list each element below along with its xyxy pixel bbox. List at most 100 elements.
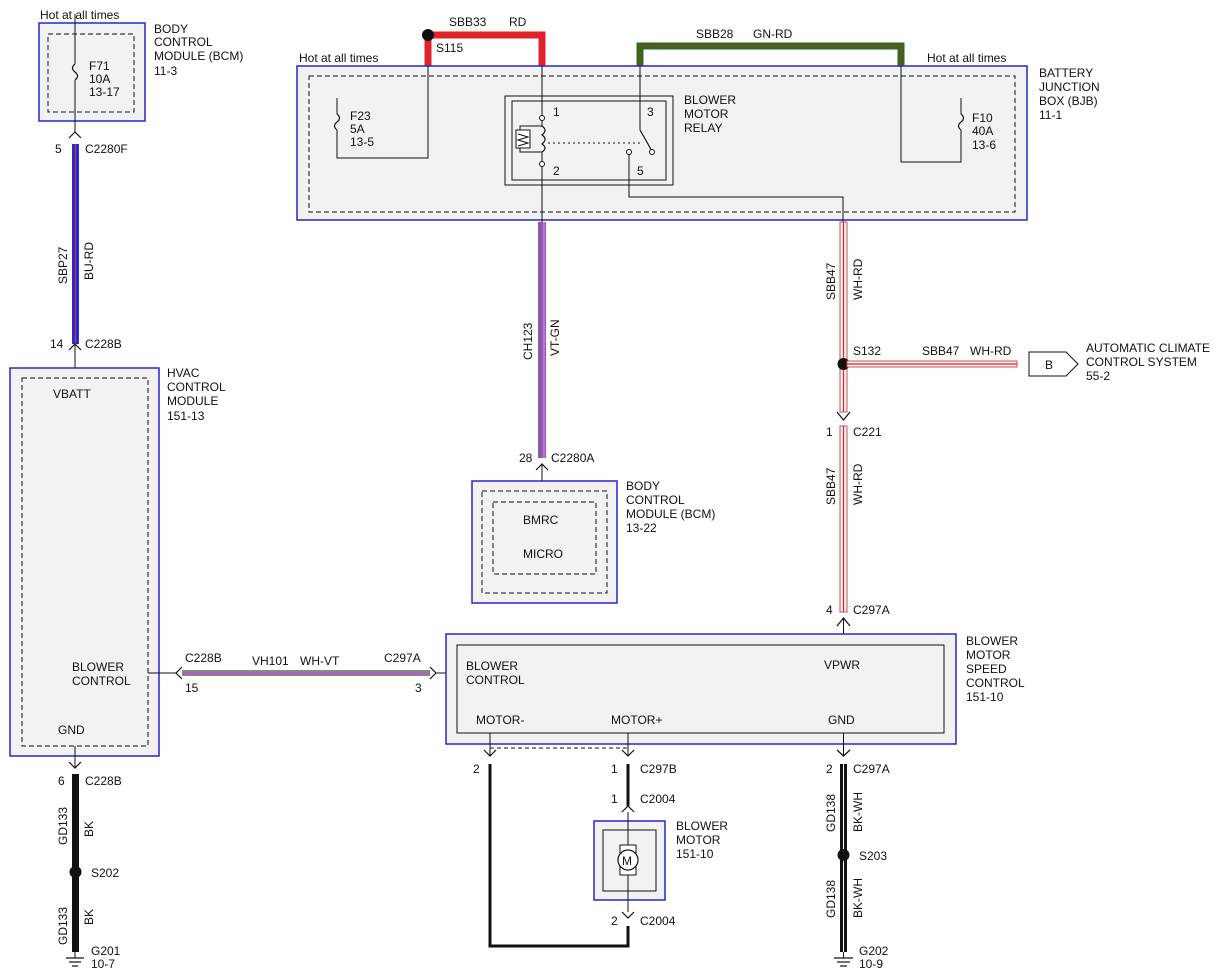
bjb-label-2: JUNCTION — [1039, 80, 1100, 94]
c2280f-connector-symbol — [68, 131, 82, 139]
s203-label: S203 — [859, 849, 887, 863]
bmsc-vpwr: VPWR — [824, 658, 860, 672]
page-ref-arrow-b[interactable] — [1028, 351, 1079, 377]
c2004-bot-pin: 2 — [611, 914, 618, 928]
f10-ref: 13-6 — [972, 138, 996, 152]
bmsc-motor-pos: MOTOR+ — [611, 713, 662, 727]
hvac-label-2: CONTROL — [167, 380, 226, 394]
bcm-mid-bmrc: BMRC — [523, 513, 559, 527]
bcm-mid-inner-2 — [492, 501, 597, 575]
relay-pin2: 2 — [553, 164, 560, 178]
hot-label-f23: Hot at all times — [299, 51, 378, 65]
c228b-top-name: C228B — [85, 337, 122, 351]
c2004-bot-connector — [621, 911, 635, 919]
acc-label-2: CONTROL SYSTEM — [1086, 355, 1197, 369]
bcm-mid-label-2: CONTROL — [626, 493, 685, 507]
hvac-gnd: GND — [58, 723, 85, 737]
hvac-label-3: MODULE — [167, 394, 218, 408]
c297a-bot-connector — [836, 749, 851, 757]
wire-sbb33 — [424, 31, 546, 66]
f23-fuse-symbol — [333, 113, 341, 131]
f71-rating: 10A — [89, 72, 110, 86]
c221-name: C221 — [853, 425, 882, 439]
sbb47h-circuit: SBB47 — [922, 344, 960, 358]
bjb-page: 11-1 — [1039, 108, 1062, 122]
f71-name: F71 — [89, 59, 110, 73]
blower-motor-page: 151-10 — [676, 847, 714, 861]
sbb47a-circuit: SBB47 — [824, 262, 838, 300]
hvac-label-1: HVAC — [167, 366, 200, 380]
blower-motor-label-2: MOTOR — [676, 833, 721, 847]
sbb28-color: GN-RD — [753, 27, 793, 41]
relay-pin5-route — [628, 154, 844, 222]
ch123-circuit: CH123 — [521, 322, 535, 360]
relay-outer — [504, 95, 674, 186]
f23-name: F23 — [350, 109, 371, 123]
motor-neg-pin: 2 — [473, 762, 480, 776]
gd133b-color: BK — [82, 909, 96, 925]
bmsc-box — [445, 633, 957, 745]
relay-switch-arm — [639, 129, 653, 152]
relay-contact-pin5 — [626, 149, 632, 155]
bcm-mid-micro: MICRO — [523, 547, 563, 561]
bcm-mid-label-3: MODULE (BCM) — [626, 507, 715, 521]
bjb-label-1: BATTERY — [1039, 66, 1093, 80]
blower-motor-inner — [602, 829, 657, 892]
s115-label: S115 — [436, 41, 463, 55]
c297a-left-pin: 3 — [415, 681, 422, 695]
c297a-left-name: C297A — [384, 651, 421, 665]
relay-pin3: 3 — [647, 105, 654, 119]
gd138b-color: BK-WH — [851, 878, 865, 918]
wire-ch123 — [538, 222, 546, 458]
c297b-pin: 1 — [611, 762, 618, 776]
c228b-bot-pin: 6 — [58, 774, 65, 788]
s202-splice — [69, 866, 82, 878]
c2280a-pin: 28 — [519, 451, 533, 465]
wire-motor-neg — [488, 764, 630, 948]
hvac-page: 151-13 — [167, 409, 205, 423]
f10-name: F10 — [972, 111, 993, 125]
gd138b-circuit: GD138 — [824, 880, 838, 918]
sbp27-color: BU-RD — [82, 242, 96, 280]
bmsc-gnd: GND — [828, 713, 855, 727]
bmsc-blower-1: BLOWER — [466, 659, 518, 673]
gd133b-circuit: GD133 — [56, 907, 70, 945]
c297a-bot-name: C297A — [853, 762, 890, 776]
c2280f-pin: 5 — [55, 142, 62, 156]
f10-loop — [900, 66, 962, 163]
relay-pin1-terminal — [539, 115, 545, 121]
hvac-module-inner — [21, 377, 149, 747]
f10-fuse-symbol — [957, 113, 965, 131]
bjb-label-3: BOX (BJB) — [1039, 94, 1098, 108]
gd138a-circuit: GD138 — [824, 794, 838, 832]
hot-label-f71: Hot at all times — [40, 8, 119, 22]
wire-sbb28 — [636, 42, 905, 66]
sbb47h-color: WH-RD — [970, 344, 1012, 358]
c297b-name: C297B — [640, 762, 677, 776]
acc-label-1: AUTOMATIC CLIMATE — [1086, 341, 1210, 355]
g201-page: 10-7 — [91, 957, 115, 971]
relay-pin5: 5 — [637, 164, 644, 178]
hot-label-f10: Hot at all times — [927, 51, 1006, 65]
wire-sbb28-stripe — [639, 45, 902, 66]
s203-splice — [837, 849, 850, 861]
g202-page: 10-9 — [859, 957, 883, 971]
gd138a-color: BK-WH — [851, 792, 865, 832]
bcm-top-label-2: CONTROL — [154, 35, 213, 49]
bmsc-page: 151-10 — [966, 690, 1004, 704]
bmsc-label-2: MOTOR — [966, 648, 1011, 662]
c228b-mid-name: C228B — [185, 651, 222, 665]
relay-inner — [511, 100, 667, 181]
s132-label: S132 — [853, 344, 881, 358]
blower-motor-label-1: BLOWER — [676, 819, 728, 833]
c2280a-name: C2280A — [551, 451, 594, 465]
c297a-left-connector — [429, 666, 437, 680]
wire-gd133 — [72, 774, 79, 952]
f10-rating: 40A — [972, 124, 993, 138]
f23-rating: 5A — [350, 122, 365, 136]
blower-motor-m: M — [622, 854, 632, 868]
relay-pin2-terminal — [539, 161, 545, 167]
c297b-connector — [621, 749, 635, 757]
